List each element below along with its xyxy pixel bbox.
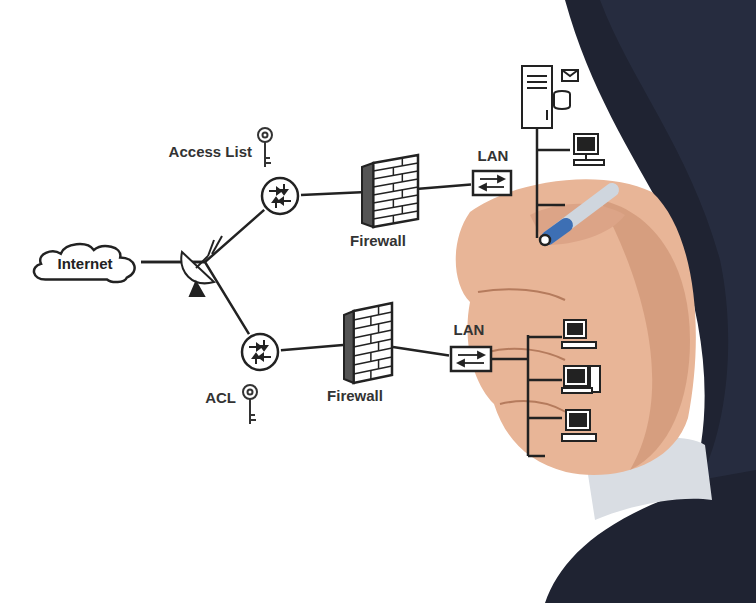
node-label: LAN <box>454 321 485 339</box>
switch-icon <box>450 346 492 372</box>
computer-icon <box>562 410 596 441</box>
node-label: Access List <box>169 143 252 161</box>
server-icon <box>522 66 578 128</box>
node-label: LAN <box>478 147 509 165</box>
lan-switch-node: LAN <box>450 346 492 372</box>
network-link <box>141 210 264 262</box>
node-label: Firewall <box>350 232 406 250</box>
wall-icon <box>344 303 392 383</box>
pen-cap <box>548 225 566 238</box>
firewall-node: Firewall <box>344 303 392 383</box>
satellite-dish-icon <box>181 236 222 296</box>
node-label: ACL <box>205 389 236 407</box>
router-icon <box>240 332 280 372</box>
lan-switch-node: LAN <box>472 170 512 196</box>
computer-icon <box>562 366 600 393</box>
computer-icon <box>574 134 604 165</box>
network-link <box>419 185 471 189</box>
node-label: Firewall <box>327 387 383 405</box>
switch-icon <box>472 170 512 196</box>
cloud-label: Internet <box>57 255 112 273</box>
hand <box>456 179 696 475</box>
bottom-lan-bus <box>492 335 562 456</box>
network-link <box>281 345 343 350</box>
router-node: ACL <box>240 332 280 372</box>
network-link <box>393 347 449 356</box>
internet-cloud: Internet <box>30 239 140 285</box>
router-icon <box>260 176 300 216</box>
router-node: Access List <box>260 176 300 216</box>
firewall-node: Firewall <box>362 155 418 227</box>
network-link <box>301 192 361 195</box>
pen-body <box>548 190 612 238</box>
key-icon <box>243 385 257 424</box>
hand-shade <box>600 200 690 470</box>
wall-icon <box>362 155 418 227</box>
computer-icon <box>562 320 596 348</box>
top-lan-bus <box>537 128 570 245</box>
key-icon <box>258 128 272 167</box>
